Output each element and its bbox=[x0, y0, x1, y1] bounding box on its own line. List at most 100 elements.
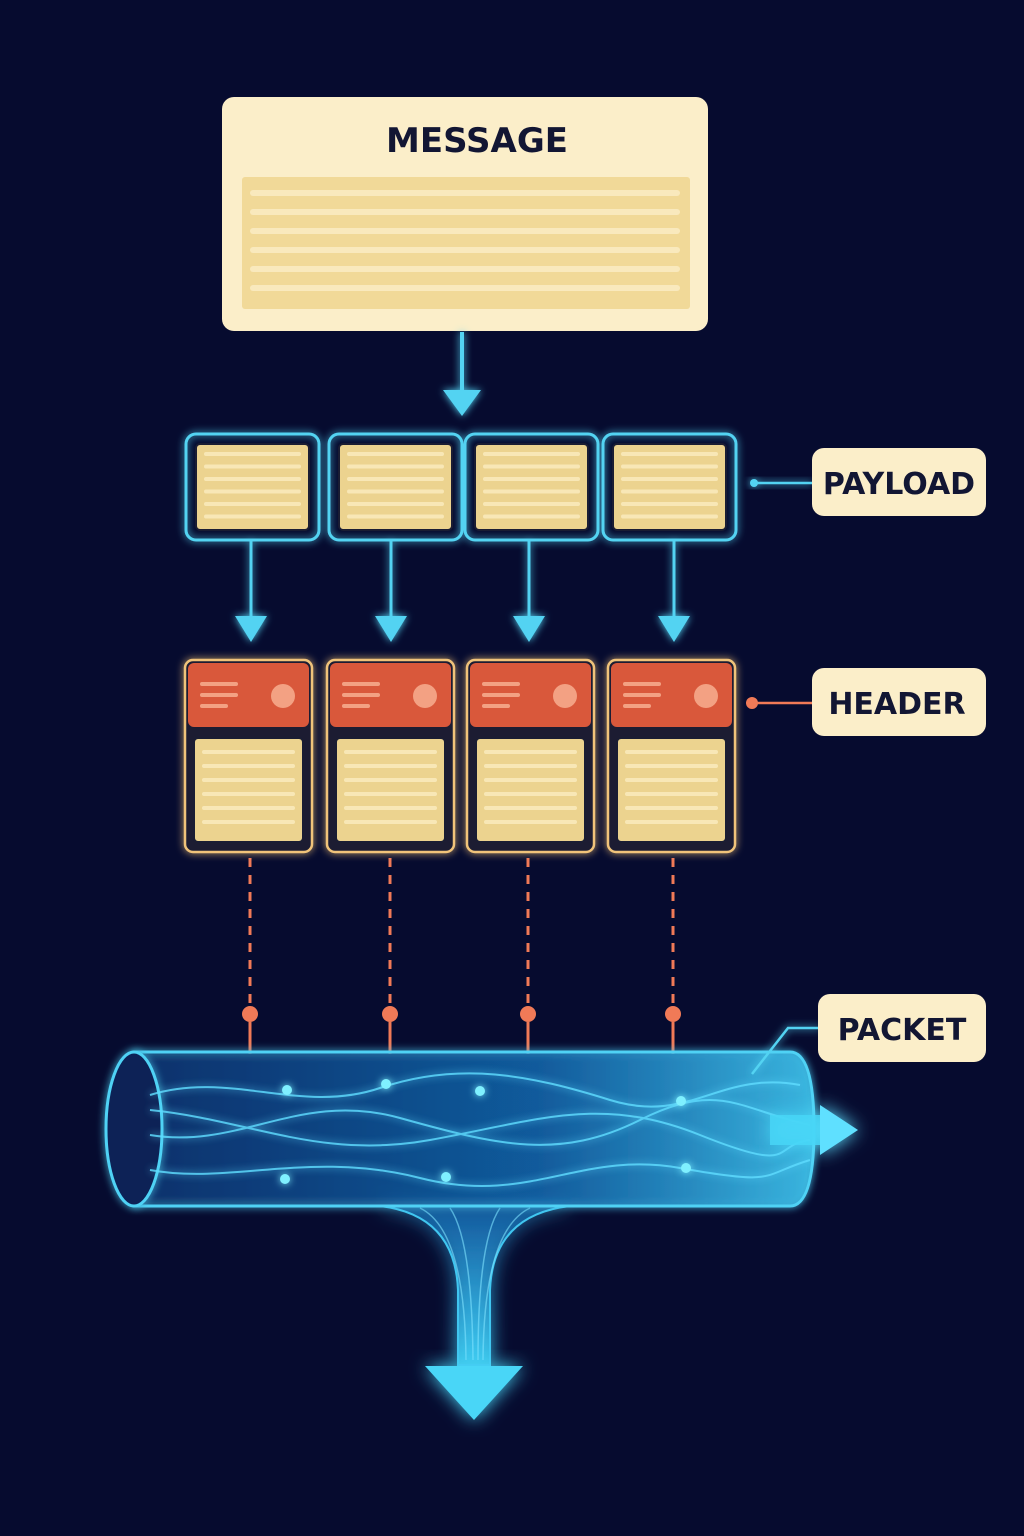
payload-line bbox=[347, 464, 444, 469]
header-dot bbox=[553, 684, 577, 708]
payload-line bbox=[204, 514, 301, 519]
stem-flow-lines bbox=[419, 1207, 531, 1361]
header-payload-line bbox=[344, 764, 437, 768]
message-line bbox=[250, 228, 680, 234]
message-content-lines bbox=[250, 190, 680, 291]
packet-label-bg bbox=[818, 994, 986, 1062]
header-line bbox=[482, 704, 510, 708]
header-label-text: HEADER bbox=[828, 687, 965, 722]
header-payload-line bbox=[625, 820, 718, 824]
header-payload-line bbox=[484, 806, 577, 810]
payload-line bbox=[204, 502, 301, 506]
header-segment-top bbox=[188, 663, 309, 727]
payload-segment-frame bbox=[601, 432, 738, 542]
packet-label-text: PACKET bbox=[838, 1013, 967, 1048]
payload-line bbox=[347, 514, 444, 519]
payload-segment-frame bbox=[327, 432, 464, 542]
header-payload-line bbox=[202, 764, 295, 768]
particle bbox=[441, 1172, 451, 1182]
header-payload-line bbox=[625, 806, 718, 810]
payload-label-bg bbox=[812, 448, 986, 516]
particle bbox=[475, 1086, 485, 1096]
header-payload-line bbox=[202, 806, 295, 810]
header-line bbox=[482, 693, 520, 697]
payload-segment-frame bbox=[463, 432, 600, 542]
header-payload-line bbox=[484, 750, 577, 754]
packet-label: PACKET bbox=[818, 994, 986, 1062]
link-dot bbox=[520, 1006, 536, 1022]
payload-line bbox=[621, 464, 718, 469]
message-to-payload-arrow bbox=[443, 332, 481, 416]
header-payload-line bbox=[625, 750, 718, 754]
payload-line bbox=[621, 452, 718, 456]
header-payload-line bbox=[202, 820, 295, 824]
packet-tube bbox=[104, 1050, 858, 1420]
payload-line bbox=[204, 452, 301, 456]
header-payload-line bbox=[344, 750, 437, 754]
header-payload-line bbox=[625, 764, 718, 768]
header-segment bbox=[465, 658, 596, 854]
payload-label: PAYLOAD bbox=[812, 448, 986, 516]
payload-segment bbox=[463, 432, 600, 542]
header-dot bbox=[413, 684, 437, 708]
payload-to-header-arrows bbox=[235, 541, 690, 642]
tube-particles bbox=[280, 1079, 691, 1184]
message-box: MESSAGE bbox=[222, 97, 708, 331]
down-arrow-head bbox=[513, 616, 545, 642]
header-row bbox=[183, 658, 737, 854]
payload-line bbox=[347, 502, 444, 506]
message-line bbox=[250, 247, 680, 253]
payload-line bbox=[621, 502, 718, 506]
payload-line bbox=[483, 489, 580, 494]
header-line bbox=[623, 704, 651, 708]
header-line bbox=[200, 693, 238, 697]
payload-line bbox=[483, 477, 580, 481]
tube-waves bbox=[149, 1072, 811, 1187]
down-arrow-head bbox=[658, 616, 690, 642]
tube-exit-arrow bbox=[770, 1105, 858, 1155]
payload-line bbox=[483, 452, 580, 456]
payload-label-text: PAYLOAD bbox=[823, 467, 975, 502]
payload-line bbox=[621, 489, 718, 494]
message-line bbox=[250, 190, 680, 196]
link-dot bbox=[382, 1006, 398, 1022]
header-line bbox=[623, 682, 661, 686]
payload-line bbox=[621, 477, 718, 481]
particle bbox=[280, 1174, 290, 1184]
payload-line bbox=[483, 514, 580, 519]
link-dot bbox=[665, 1006, 681, 1022]
down-arrow-head bbox=[375, 616, 407, 642]
particle bbox=[676, 1096, 686, 1106]
header-label: HEADER bbox=[812, 668, 986, 736]
payload-line bbox=[621, 514, 718, 519]
message-title: MESSAGE bbox=[386, 121, 568, 161]
tube-open-end bbox=[104, 1050, 164, 1208]
link-dot bbox=[242, 1006, 258, 1022]
payload-segment bbox=[601, 432, 738, 542]
header-line bbox=[342, 693, 380, 697]
header-payload-line bbox=[344, 792, 437, 796]
header-payload-line bbox=[484, 792, 577, 796]
payload-segment bbox=[184, 432, 321, 542]
header-payload-line bbox=[625, 778, 718, 782]
down-arrow-head bbox=[235, 616, 267, 642]
header-payload-line bbox=[202, 750, 295, 754]
header-line bbox=[200, 682, 238, 686]
payload-segment-frame bbox=[184, 432, 321, 542]
header-payload-line bbox=[202, 792, 295, 796]
header-payload-line bbox=[202, 778, 295, 782]
header-segment bbox=[325, 658, 456, 854]
header-segment bbox=[183, 658, 314, 854]
particle bbox=[282, 1085, 292, 1095]
header-dot bbox=[694, 684, 718, 708]
payload-line bbox=[347, 477, 444, 481]
payload-line bbox=[347, 452, 444, 456]
header-segment-top bbox=[330, 663, 451, 727]
header-payload-line bbox=[344, 806, 437, 810]
payload-line bbox=[204, 464, 301, 469]
header-label-bg bbox=[812, 668, 986, 736]
message-line bbox=[250, 209, 680, 215]
packet-connector bbox=[751, 1026, 820, 1075]
header-segment-top bbox=[470, 663, 591, 727]
